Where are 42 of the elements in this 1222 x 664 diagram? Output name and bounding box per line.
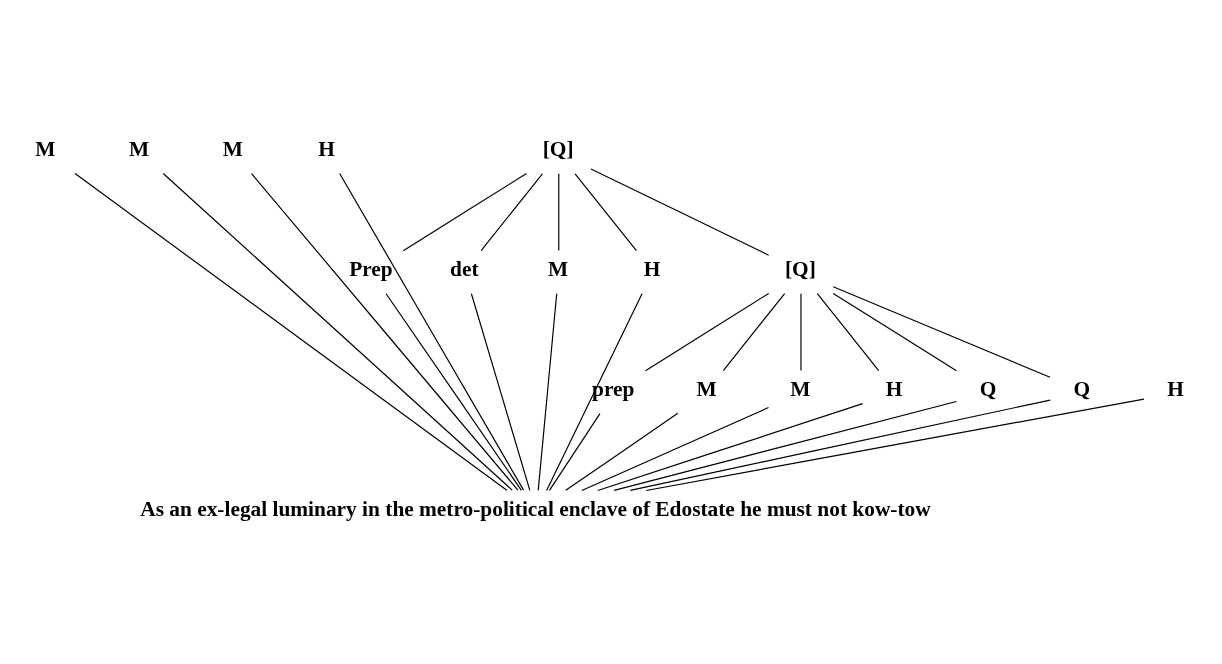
node-text: M bbox=[548, 257, 569, 282]
connector bbox=[629, 399, 1051, 492]
connector bbox=[613, 400, 957, 492]
node-text: [Q] bbox=[542, 137, 574, 162]
node-text: [Q] bbox=[784, 257, 816, 282]
connector bbox=[548, 413, 601, 492]
connector bbox=[722, 293, 786, 372]
node-text: H bbox=[1167, 377, 1184, 401]
node-text: Prep bbox=[349, 257, 393, 282]
connector bbox=[565, 412, 679, 491]
node-text: As an ex-legal luminary in the metro-political enclave of Edostate he must not kow-tow bbox=[140, 496, 931, 521]
connector bbox=[816, 293, 880, 372]
node-text: H bbox=[885, 377, 903, 401]
connector bbox=[590, 168, 770, 256]
node-text: H bbox=[643, 257, 661, 282]
node-text: M bbox=[35, 137, 56, 162]
connector bbox=[162, 172, 513, 491]
connector bbox=[470, 293, 531, 491]
connector bbox=[385, 293, 522, 491]
connector bbox=[558, 173, 560, 252]
connector bbox=[832, 292, 958, 372]
connector bbox=[832, 286, 1051, 378]
node-text: M bbox=[696, 377, 717, 401]
connector bbox=[574, 173, 637, 252]
connector bbox=[581, 406, 770, 492]
connector bbox=[402, 172, 528, 252]
node-text: Q bbox=[1073, 377, 1091, 401]
node-text: det bbox=[450, 257, 479, 282]
connector bbox=[250, 172, 519, 491]
connector bbox=[644, 292, 770, 372]
node-text: M bbox=[790, 377, 811, 401]
connector bbox=[480, 173, 543, 252]
node-text: M bbox=[222, 137, 243, 162]
connector bbox=[74, 172, 508, 491]
connector bbox=[537, 293, 558, 491]
connector bbox=[645, 398, 1145, 492]
connector bbox=[339, 172, 525, 491]
connector bbox=[546, 293, 643, 491]
node-text: Q bbox=[979, 377, 997, 401]
node-text: H bbox=[318, 137, 335, 162]
node-text: M bbox=[128, 137, 150, 162]
connector bbox=[597, 403, 864, 492]
